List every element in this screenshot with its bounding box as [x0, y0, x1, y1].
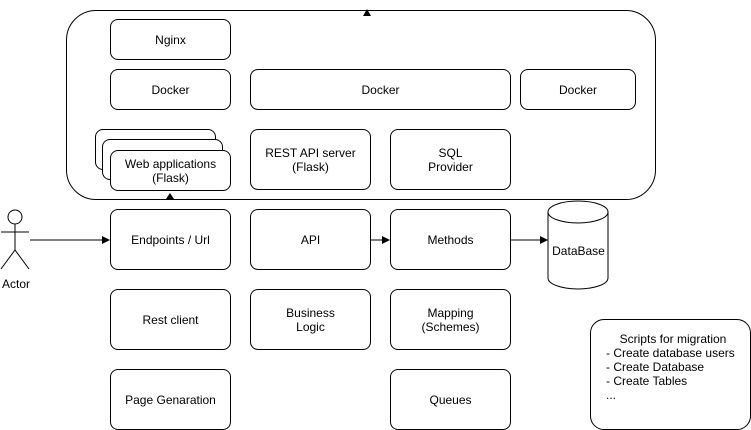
- methods-box: Methods: [390, 209, 511, 270]
- docker-box-left: Docker: [110, 69, 231, 110]
- migration-step: - Create Tables: [606, 374, 688, 388]
- database-label: DataBase: [552, 244, 605, 258]
- api-box: API: [250, 209, 371, 270]
- docker-box-middle: Docker: [250, 69, 511, 110]
- sql-provider-box: SQL Provider: [390, 129, 511, 190]
- rest-client-box: Rest client: [110, 289, 231, 350]
- mapping-box: Mapping (Schemes): [390, 289, 511, 350]
- database-cylinder-icon: [547, 200, 609, 290]
- nginx-box: Nginx: [110, 19, 231, 60]
- top-arrowhead-icon: [363, 9, 371, 16]
- endpoints-box: Endpoints / Url: [110, 209, 231, 270]
- migration-step: - Create Database: [606, 360, 705, 374]
- queues-box: Queues: [390, 369, 511, 430]
- rest-api-server-box: REST API server (Flask): [250, 129, 371, 190]
- migration-step: ...: [606, 388, 617, 402]
- migration-step: - Create database users: [606, 346, 735, 360]
- actor-label: Actor: [1, 277, 30, 291]
- migration-scripts-title: Scripts for migration: [619, 332, 727, 346]
- business-logic-box: Business Logic: [250, 289, 371, 350]
- web-applications-box: Web applications (Flask): [110, 150, 231, 191]
- bottom-arrowhead-icon: [166, 193, 174, 199]
- docker-box-right: Docker: [520, 69, 636, 110]
- migration-scripts-note: Scripts for migration - Create database …: [590, 319, 751, 430]
- page-generation-box: Page Genaration: [110, 369, 231, 430]
- actor-icon: [0, 209, 30, 270]
